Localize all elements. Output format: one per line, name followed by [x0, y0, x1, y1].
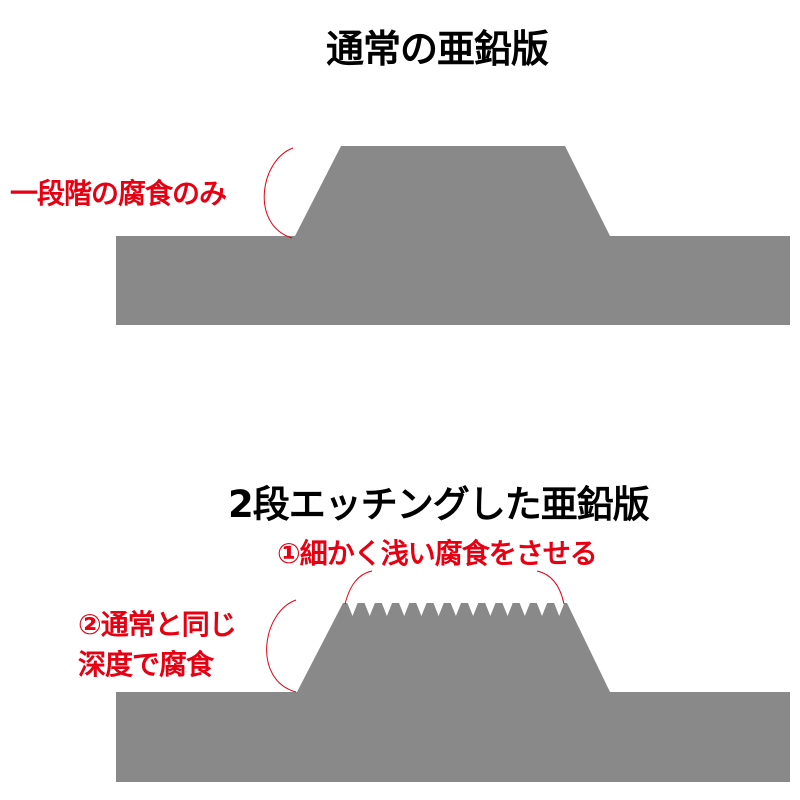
annotation-normal-depth-line1: ②通常と同じ	[78, 608, 237, 641]
annotation-single-stage-etch: 一段階の腐食のみ	[10, 177, 227, 210]
annotation-normal-depth-line2: 深度で腐食	[78, 648, 214, 681]
title-normal-zinc-plate: 通常の亜鉛版	[326, 27, 549, 71]
bracket-arc-1	[263, 147, 294, 239]
zinc-plate-normal	[116, 146, 790, 325]
annotation-fine-shallow-etch: ①細かく浅い腐食をさせる	[277, 537, 598, 570]
bracket-arc-2-left	[266, 599, 297, 693]
bracket-arc-top-right	[536, 570, 565, 605]
plate-2-shape	[116, 603, 790, 782]
title-two-stage-etched-zinc-plate: 2段エッチングした亜鉛版	[228, 483, 650, 526]
zinc-plate-two-stage	[116, 570, 790, 782]
bracket-arc-top-left	[344, 570, 373, 605]
annotation-normal-depth-etch: ②通常と同じ 深度で腐食	[78, 605, 237, 685]
plate-1-shape	[116, 146, 790, 325]
